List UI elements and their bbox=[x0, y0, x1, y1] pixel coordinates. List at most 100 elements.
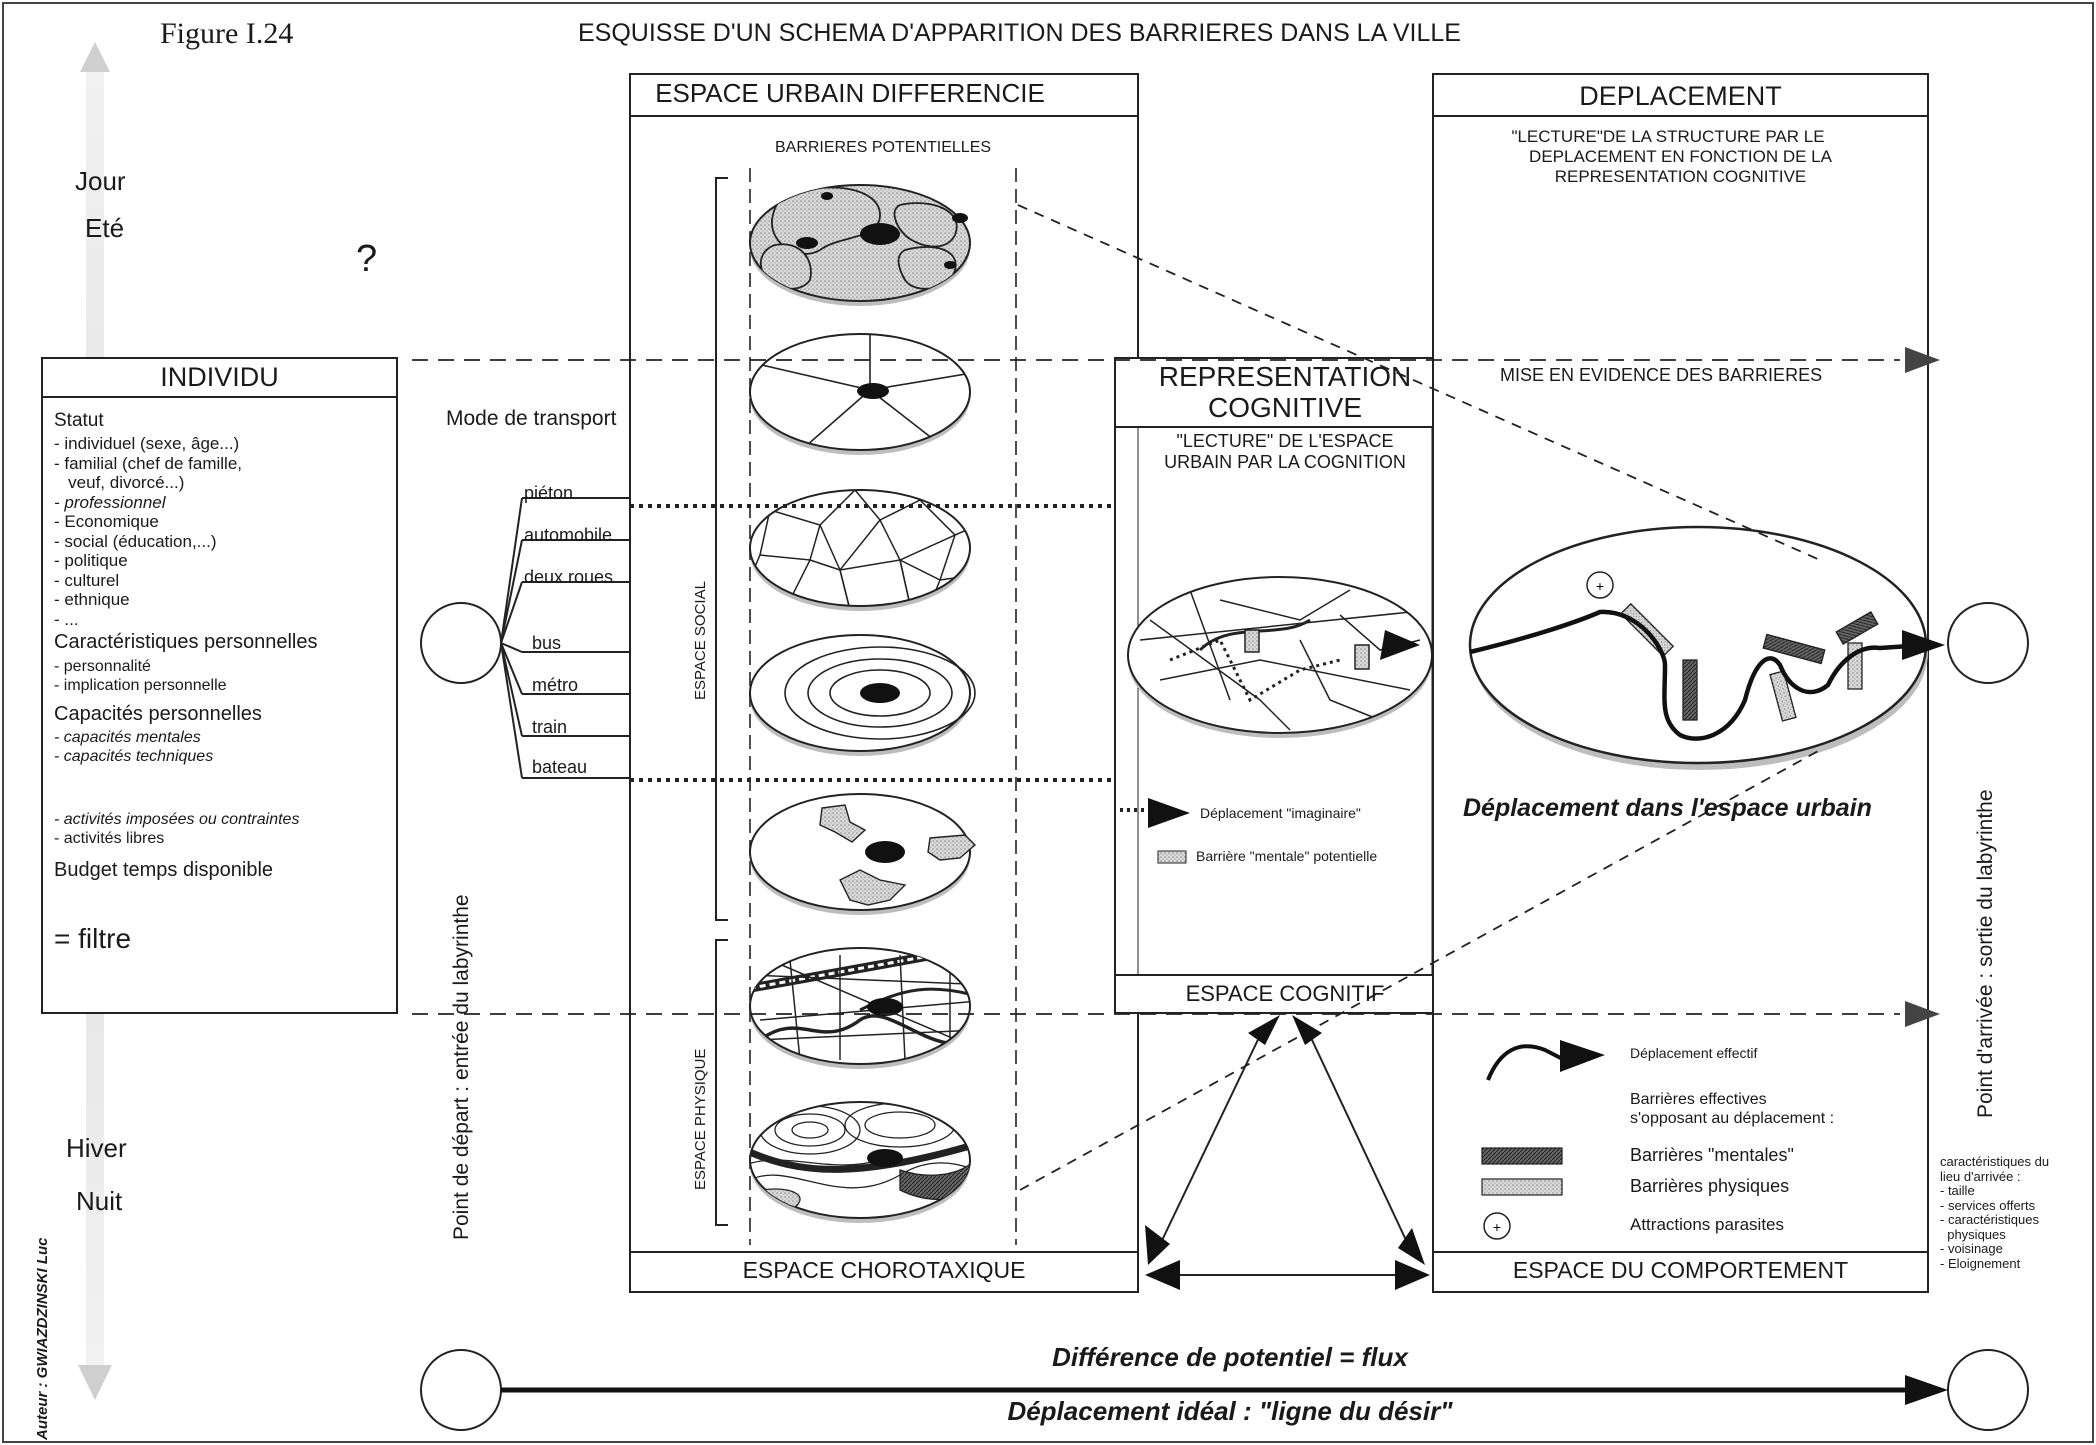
caract-title: Caractéristiques personnelles bbox=[54, 631, 318, 653]
legend-deplacement-effectif: Déplacement effectif bbox=[1630, 1045, 1758, 1061]
arrivee-circle bbox=[1947, 602, 2029, 684]
arrivee-item: physiques bbox=[1940, 1226, 2006, 1242]
dashed-arrows bbox=[412, 204, 1900, 1191]
label-hiver: Hiver bbox=[66, 1133, 127, 1163]
diagram-title: ESQUISSE D'UN SCHEMA D'APPARITION DES BA… bbox=[578, 19, 1461, 47]
mode-metro: métro bbox=[532, 675, 579, 695]
ideal-caption: Déplacement idéal : "ligne du désir" bbox=[1007, 1396, 1453, 1426]
map-ellipse-7 bbox=[749, 1101, 971, 1223]
statut-item: - professionnel bbox=[54, 492, 166, 512]
map-ellipse-3 bbox=[749, 489, 971, 611]
svg-text:+: + bbox=[1493, 1219, 1501, 1235]
arrivee-item: lieu d'arrivée : bbox=[1940, 1168, 2021, 1184]
depart-circle bbox=[420, 602, 502, 684]
label-ete: Eté bbox=[85, 213, 125, 243]
activites-item: - activités libres bbox=[54, 830, 165, 847]
mode-train: train bbox=[532, 717, 568, 737]
arrivee-item: - voisinage bbox=[1940, 1241, 2003, 1256]
arrowhead-lower-dashed bbox=[1905, 1001, 1940, 1027]
budget-label: Budget temps disponible bbox=[54, 859, 274, 881]
statut-title: Statut bbox=[54, 410, 104, 431]
transport-fan bbox=[500, 497, 630, 779]
flux-caption: Différence de potentiel = flux bbox=[1052, 1342, 1408, 1372]
mode-deux-roues: deux roues bbox=[524, 567, 614, 587]
cognitive-legend bbox=[1120, 798, 1190, 864]
individu-title: INDIVIDU bbox=[160, 362, 279, 392]
caract-list: - personnalité - implication personnelle bbox=[54, 657, 227, 695]
representation-subtitle-1: "LECTURE" DE L'ESPACE bbox=[1176, 431, 1394, 451]
deplacement-subtitle-1: "LECTURE"DE LA STRUCTURE PAR LE bbox=[1511, 127, 1825, 146]
caract-item: - personnalité bbox=[54, 658, 151, 675]
deplacement-title: DEPLACEMENT bbox=[1579, 81, 1782, 111]
espace-urbain-title: ESPACE URBAIN DIFFERENCIE bbox=[655, 78, 1045, 108]
statut-item: veuf, divorcé...) bbox=[54, 473, 185, 492]
espace-cognitif: ESPACE COGNITIF bbox=[1185, 981, 1385, 1006]
activites-list: - activités imposées ou contraintes - ac… bbox=[54, 810, 299, 848]
legend-barriere-mentale: Barrière "mentale" potentielle bbox=[1196, 848, 1378, 864]
representation-subtitle-2: URBAIN PAR LA COGNITION bbox=[1164, 452, 1406, 472]
author-credit: Auteur : GWIAZDZINSKI Luc bbox=[34, 1237, 51, 1441]
deplacement-legend: + bbox=[1481, 1040, 1605, 1240]
figure-label: Figure I.24 bbox=[160, 17, 294, 50]
arrivee-item: - caractéristiques bbox=[1940, 1212, 2039, 1227]
triangle-arrows bbox=[1145, 1015, 1430, 1290]
filtre-label: = filtre bbox=[54, 923, 132, 954]
map-ellipse-1 bbox=[749, 184, 971, 306]
espace-social-label: ESPACE SOCIAL bbox=[692, 581, 709, 700]
representation-title-1: REPRESENTATION bbox=[1158, 361, 1412, 392]
mode-pieton: piéton bbox=[524, 483, 574, 503]
label-jour: Jour bbox=[75, 166, 126, 196]
deplacement-map: + bbox=[1468, 525, 1945, 770]
arrivee-item: - services offerts bbox=[1940, 1197, 2036, 1213]
mode-bus: bus bbox=[532, 633, 562, 653]
bottom-left-circle bbox=[420, 1349, 502, 1431]
statut-item: - social (éducation,...) bbox=[54, 531, 217, 551]
caract-item: - implication personnelle bbox=[54, 677, 227, 694]
capac-title: Capacités personnelles bbox=[54, 703, 262, 725]
arrivee-caracteristiques: caractéristiques du lieu d'arrivée : - t… bbox=[1940, 1154, 2050, 1271]
deplacement-subtitle-2: DEPLACEMENT EN FONCTION DE LA bbox=[1529, 147, 1832, 166]
legend-barrieres-2: s'opposant au déplacement : bbox=[1630, 1110, 1835, 1127]
bottom-right-circle bbox=[1947, 1349, 2029, 1431]
deplacement-subtitle-3: REPRESENTATION COGNITIVE bbox=[1554, 167, 1807, 186]
map-ellipse-4 bbox=[749, 634, 976, 756]
arrowhead-mise-en-evidence bbox=[1905, 347, 1940, 373]
statut-item: - Economique bbox=[54, 512, 159, 531]
flux-arrowhead bbox=[1905, 1375, 1948, 1405]
mise-en-evidence: MISE EN EVIDENCE DES BARRIERES bbox=[1500, 365, 1823, 385]
arrivee-item: - Eloignement bbox=[1940, 1255, 2021, 1271]
representation-title-2: COGNITIVE bbox=[1207, 392, 1362, 423]
depart-label: Point de départ : entrée du labyrinthe bbox=[450, 894, 473, 1240]
legend-attractions-parasites: Attractions parasites bbox=[1630, 1215, 1785, 1234]
map-ellipse-5 bbox=[749, 793, 977, 915]
statut-item: - ... bbox=[54, 609, 79, 629]
statut-item: - ethnique bbox=[54, 590, 130, 609]
statut-item: - individuel (sexe, âge...) bbox=[54, 434, 240, 453]
svg-text:+: + bbox=[1596, 578, 1604, 594]
capac-list: - capacités mentales - capacités techniq… bbox=[54, 728, 213, 766]
barrieres-potentielles: BARRIERES POTENTIELLES bbox=[774, 139, 992, 156]
question-mark: ? bbox=[356, 238, 378, 280]
legend-barrieres-physiques: Barrières physiques bbox=[1630, 1176, 1790, 1196]
arrivee-label: Point d'arrivée : sortie du labyrinthe bbox=[1974, 789, 1997, 1118]
legend-barrieres-1: Barrières effectives bbox=[1630, 1091, 1767, 1108]
cognitive-map bbox=[1127, 576, 1433, 738]
capac-item: - capacités techniques bbox=[54, 748, 214, 765]
activites-item: - activités imposées ou contraintes bbox=[54, 811, 300, 828]
legend-deplacement-imaginaire: Déplacement "imaginaire" bbox=[1200, 805, 1361, 821]
transport-title: Mode de transport bbox=[446, 407, 617, 430]
deplacement-caption: Déplacement dans l'espace urbain bbox=[1463, 794, 1872, 822]
individu-box bbox=[41, 357, 398, 1014]
mode-bateau: bateau bbox=[532, 757, 588, 777]
map-ellipse-2 bbox=[749, 333, 971, 455]
espace-chorotaxique: ESPACE CHOROTAXIQUE bbox=[742, 1257, 1026, 1283]
label-nuit: Nuit bbox=[76, 1186, 123, 1216]
arrivee-item: caractéristiques du bbox=[1940, 1154, 2050, 1169]
statut-list: - individuel (sexe, âge...) - familial (… bbox=[54, 434, 242, 629]
legend-barrieres-mentales: Barrières "mentales" bbox=[1630, 1145, 1794, 1165]
capac-item: - capacités mentales bbox=[54, 729, 201, 746]
espace-physique-label: ESPACE PHYSIQUE bbox=[692, 1048, 709, 1190]
mode-automobile: automobile bbox=[524, 525, 613, 545]
